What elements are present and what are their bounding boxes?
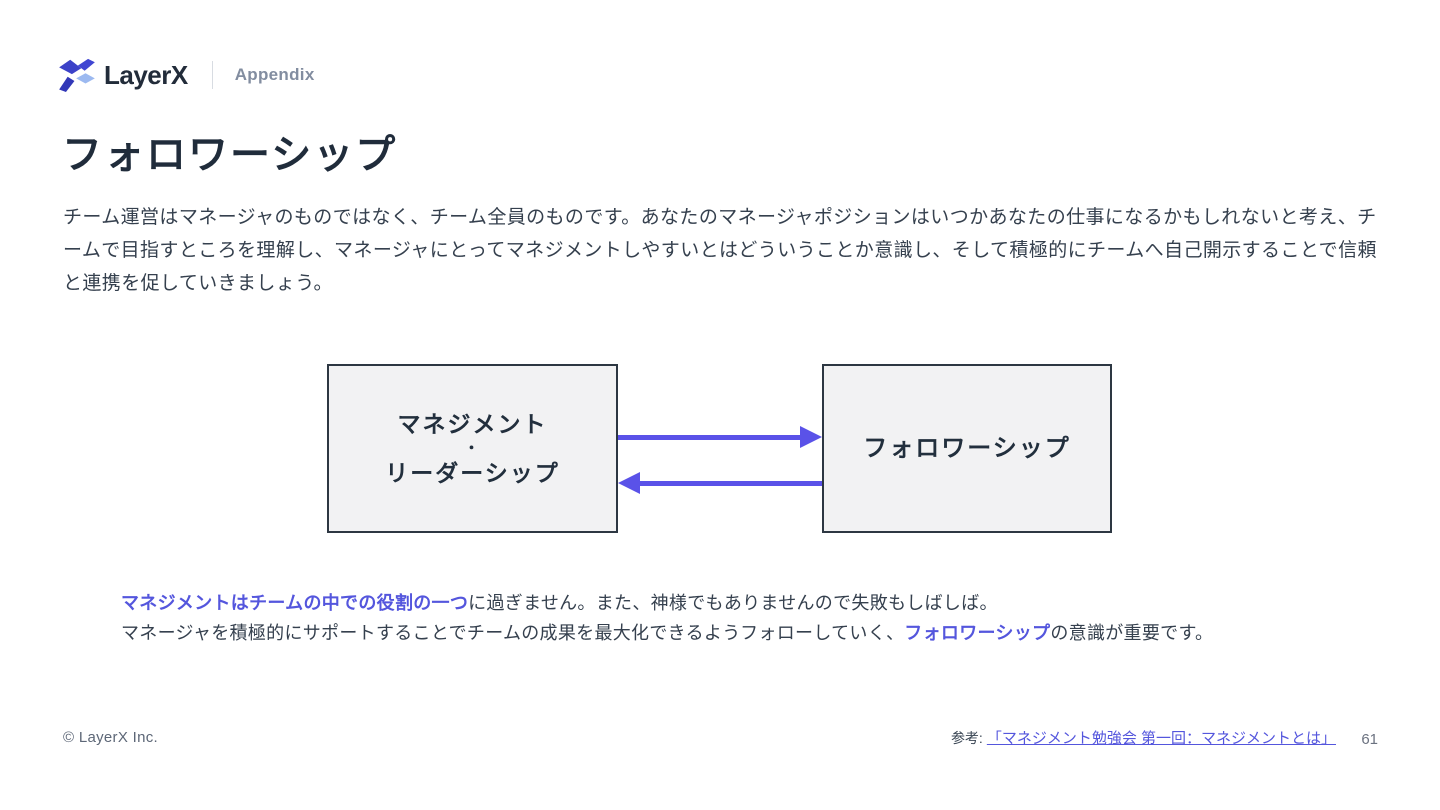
page-number: 61 (1361, 731, 1378, 748)
summary-rest-1: に過ぎません。また、神様でもありませんので失敗もしばしば。 (468, 593, 998, 613)
summary-pre-2: マネージャを積極的にサポートすることでチームの成果を最大化できるようフォローして… (121, 623, 905, 643)
arrow-right-head-icon (800, 426, 822, 448)
brand-name: LayerX (104, 59, 188, 90)
summary-line-2: マネージャを積極的にサポートすることでチームの成果を最大化できるようフォローして… (121, 618, 1213, 648)
layerx-logo-icon (59, 58, 95, 92)
summary-rest-2: の意識が重要です。 (1050, 623, 1214, 643)
box-label-line: フォロワーシップ (863, 435, 1071, 462)
header: LayerX Appendix (58, 58, 315, 92)
copyright: © LayerX Inc. (63, 729, 158, 746)
header-divider (211, 61, 213, 89)
box-label-dot: ・ (463, 439, 481, 457)
box-label-line: マネジメント (397, 410, 548, 437)
reference-link[interactable]: 「マネジメント勉強会 第一回：マネジメントとは」 (986, 730, 1336, 747)
reference-label: 参考: (950, 730, 983, 746)
summary-emphasis-1: マネジメントはチームの中での役割の一つ (121, 593, 469, 613)
arrow-right-line (618, 435, 802, 440)
section-label: Appendix (234, 65, 315, 84)
intro-paragraph: チーム運営はマネージャのものではなく、チーム全員のものです。あなたのマネージャポ… (63, 207, 1377, 294)
arrow-left-head-icon (618, 472, 640, 494)
reference: 参考:「マネジメント勉強会 第一回：マネジメントとは」 (951, 727, 1336, 748)
arrow-left-line (636, 481, 822, 486)
management-leadership-box: マネジメント ・ リーダーシップ (327, 364, 618, 533)
followership-box: フォロワーシップ (822, 364, 1112, 533)
page-title: フォロワーシップ (62, 133, 398, 177)
box-label-line: リーダーシップ (385, 459, 560, 486)
summary-text: マネジメントはチームの中での役割の一つに過ぎません。また、神様でもありませんので… (121, 588, 1213, 648)
summary-line-1: マネジメントはチームの中での役割の一つに過ぎません。また、神様でもありませんので… (121, 588, 1213, 618)
summary-emphasis-2: フォロワーシップ (904, 623, 1051, 643)
